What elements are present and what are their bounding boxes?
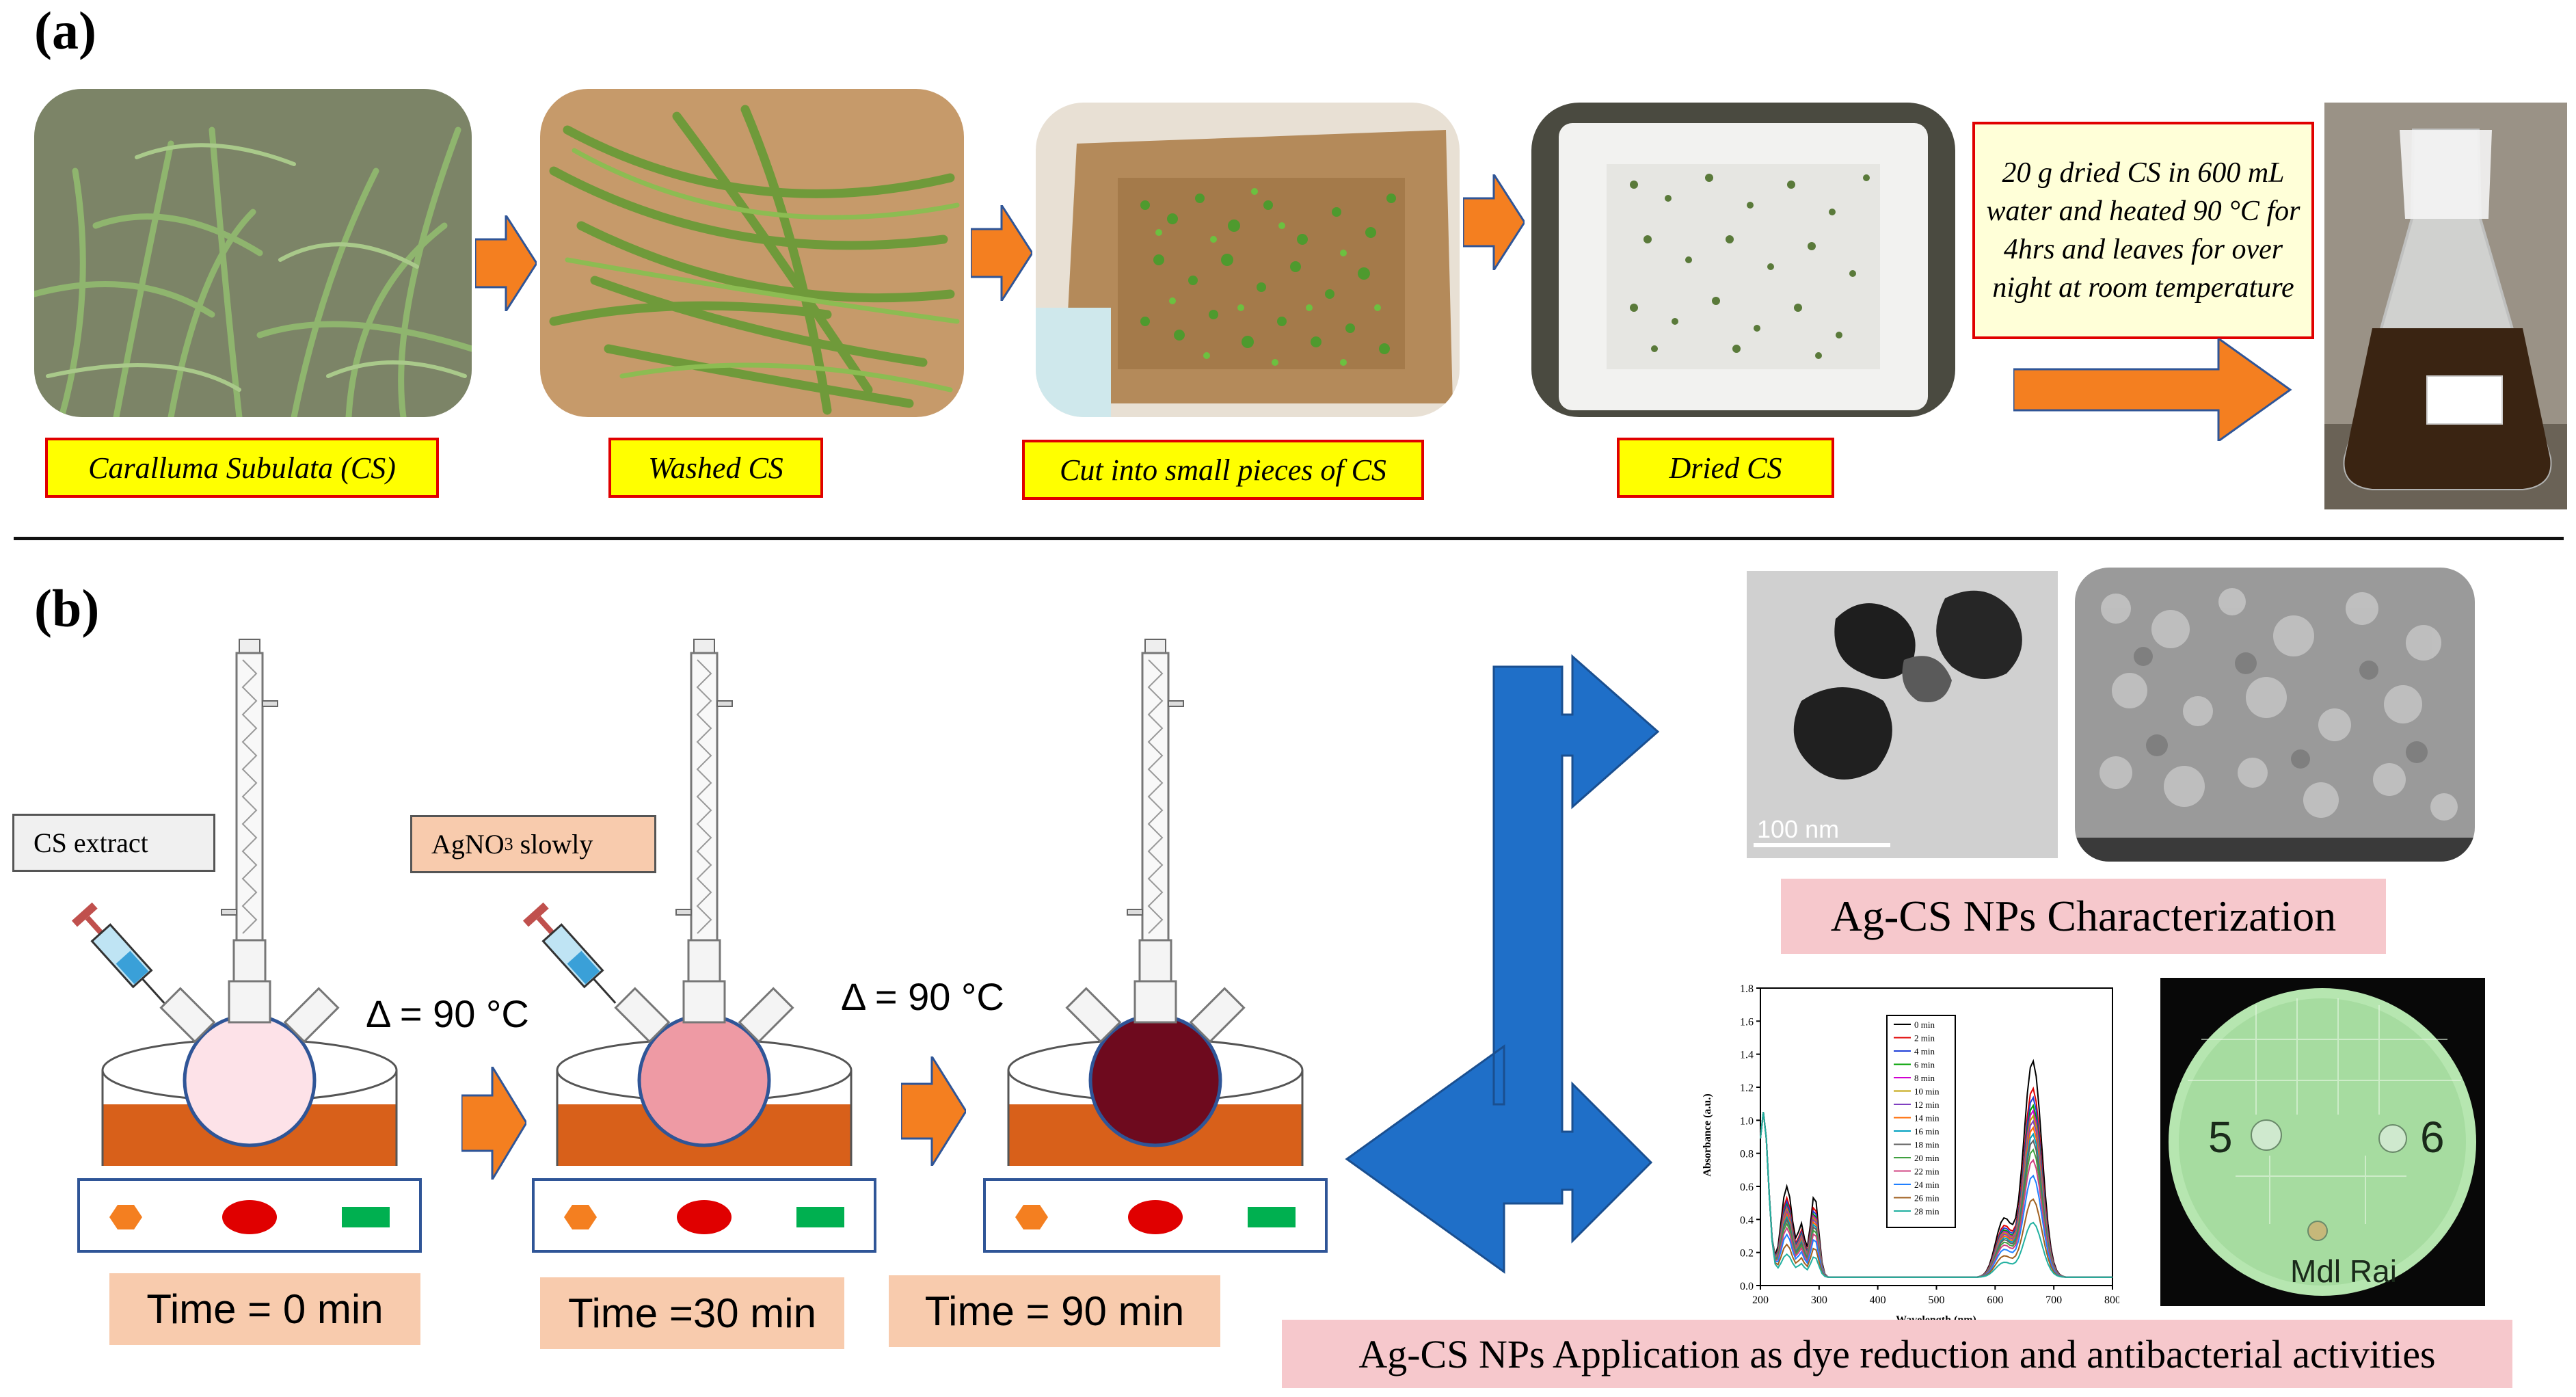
- legend-entry: 26 min: [1914, 1193, 1940, 1203]
- y-tick-label: 0.0: [1740, 1281, 1754, 1292]
- panel-divider: [14, 537, 2564, 540]
- caption-cut: Cut into small pieces of CS: [1022, 440, 1424, 500]
- legend-entry: 0 min: [1914, 1020, 1935, 1030]
- legend-entry: 14 min: [1914, 1113, 1940, 1123]
- legend-entry: 18 min: [1914, 1140, 1940, 1150]
- arrow-right-icon: [1463, 174, 1525, 270]
- y-tick-label: 1.8: [1740, 983, 1754, 995]
- reflux-setup-0min: [77, 639, 422, 1253]
- legend-entry: 16 min: [1914, 1126, 1940, 1136]
- arrow-right-icon: [901, 1056, 966, 1166]
- y-tick-label: 0.6: [1740, 1182, 1754, 1193]
- petri-mark-mdl: Mdl Rai: [2290, 1253, 2397, 1289]
- tem-scale-bar-label: 100 nm: [1757, 815, 1839, 843]
- panel-b-label: (b): [34, 578, 100, 638]
- temperature-label-2: Δ = 90 °C: [841, 975, 1004, 1018]
- x-tick-label: 500: [1929, 1294, 1945, 1306]
- extraction-note: 20 g dried CS in 600 mL water and heated…: [1972, 122, 2314, 339]
- legend-entry: 28 min: [1914, 1206, 1940, 1216]
- arrow-right-icon: [475, 215, 537, 311]
- time-label-90: Time = 90 min: [889, 1275, 1220, 1347]
- reagent-label-cs-extract: CS extract: [12, 814, 215, 872]
- sem-image: [2075, 568, 2475, 862]
- plant-photo: [34, 89, 472, 417]
- time-label-30: Time =30 min: [540, 1277, 844, 1349]
- y-tick-label: 0.8: [1740, 1149, 1754, 1160]
- legend-entry: 2 min: [1914, 1033, 1935, 1043]
- legend-entry: 12 min: [1914, 1100, 1940, 1110]
- time-label-0: Time = 0 min: [109, 1273, 420, 1345]
- y-tick-label: 1.2: [1740, 1082, 1754, 1094]
- caption-plant: Caralluma Subulata (CS): [45, 438, 439, 498]
- arrow-right-icon: [2013, 338, 2292, 441]
- dried-photo: [1531, 103, 1955, 417]
- y-tick-label: 0.2: [1740, 1248, 1754, 1260]
- reagent-agno3-rest: slowly: [513, 829, 593, 860]
- chart-ylabel: Absorbance (a.u.): [1702, 1093, 1713, 1176]
- reflux-setup-30min: [532, 639, 876, 1253]
- syringe-icon: [71, 902, 165, 1004]
- y-tick-label: 1.6: [1740, 1016, 1754, 1028]
- legend-entry: 10 min: [1914, 1087, 1940, 1097]
- extract-flask-photo: [2324, 103, 2567, 509]
- characterization-label: Ag-CS NPs Characterization: [1781, 879, 2386, 954]
- x-tick-label: 800: [2104, 1294, 2119, 1306]
- y-tick-label: 0.4: [1740, 1214, 1754, 1226]
- uv-series-line: [1760, 1112, 2112, 1278]
- reflux-setup-90min: [983, 639, 1328, 1253]
- legend-entry: 8 min: [1914, 1073, 1935, 1083]
- legend-entry: 4 min: [1914, 1046, 1935, 1056]
- uv-vis-chart: 0.0 0.2 0.4 0.6 0.8 1.0 1.2 1.4 1.6 1.8 200 300 400…: [1702, 983, 2119, 1326]
- caption-washed: Washed CS: [608, 438, 823, 498]
- legend-entry: 6 min: [1914, 1060, 1935, 1070]
- syringe-icon: [522, 902, 617, 1004]
- x-tick-label: 300: [1811, 1294, 1827, 1306]
- petri-dish-photo: 5 6 Mdl Rai: [2160, 978, 2485, 1306]
- x-tick-label: 400: [1870, 1294, 1886, 1306]
- y-tick-label: 1.4: [1740, 1050, 1754, 1061]
- reagent-agno3-subscript: 3: [504, 834, 513, 854]
- washed-photo: [540, 89, 964, 417]
- y-tick-label: 1.0: [1740, 1115, 1754, 1127]
- x-tick-label: 600: [1987, 1294, 2003, 1306]
- tem-image: 100 nm: [1747, 571, 2058, 858]
- legend-entry: 24 min: [1914, 1180, 1940, 1190]
- petri-mark-6: 6: [2420, 1113, 2445, 1162]
- x-tick-label: 200: [1752, 1294, 1769, 1306]
- arrow-right-icon: [461, 1067, 526, 1180]
- bidirectional-arrow-icon: [1345, 654, 1660, 1274]
- x-tick-label: 700: [2045, 1294, 2062, 1306]
- cut-pieces-photo: [1036, 103, 1460, 417]
- legend-entry: 20 min: [1914, 1153, 1940, 1163]
- arrow-right-icon: [971, 205, 1032, 301]
- reagent-agno3-text: AgNO: [431, 829, 505, 860]
- panel-a-label: (a): [34, 1, 96, 60]
- legend-entry: 22 min: [1914, 1167, 1940, 1177]
- application-label: Ag-CS NPs Application as dye reduction a…: [1282, 1320, 2512, 1388]
- temperature-label-1: Δ = 90 °C: [366, 992, 529, 1035]
- caption-dried: Dried CS: [1617, 438, 1834, 498]
- petri-mark-5: 5: [2208, 1113, 2233, 1162]
